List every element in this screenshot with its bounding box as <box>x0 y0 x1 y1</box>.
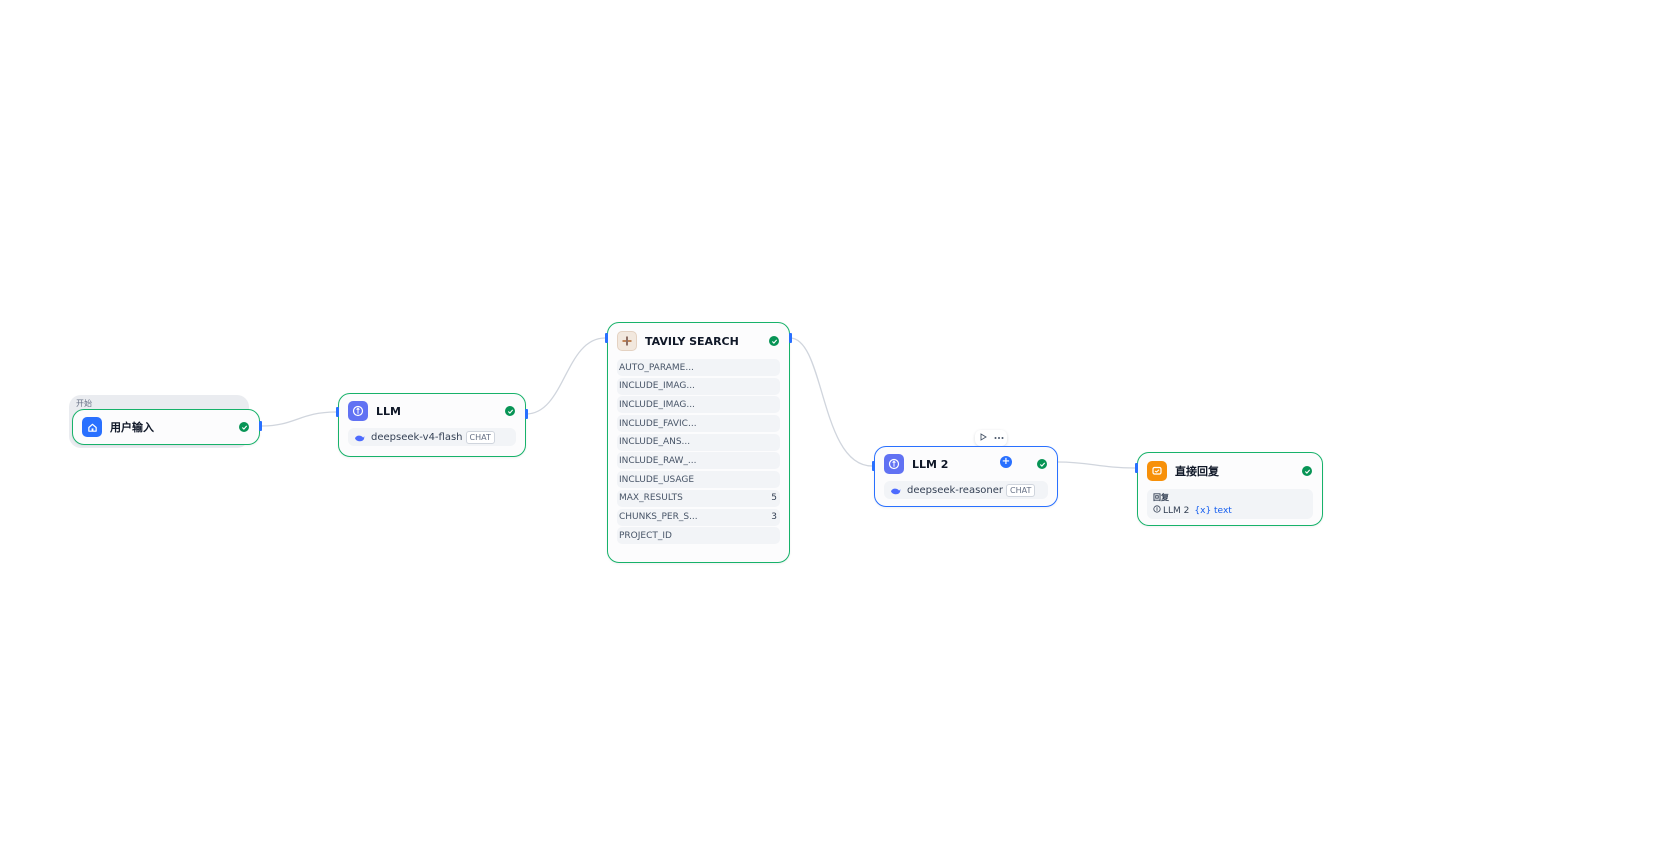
llm-node[interactable]: LLM deepseek-v4-flash CHAT <box>338 393 526 457</box>
answer-icon <box>1147 461 1167 481</box>
llm2-model-selector[interactable]: deepseek-reasoner CHAT <box>884 481 1048 499</box>
answer-node[interactable]: 直接回复 回复 LLM 2 {x} text <box>1137 452 1323 526</box>
success-check-icon <box>1302 466 1312 476</box>
llm2-mode-chip: CHAT <box>1006 483 1036 497</box>
tavily-output-handle[interactable] <box>789 333 792 343</box>
llm-small-icon <box>1153 505 1161 516</box>
start-node[interactable]: 用户输入 <box>72 409 260 445</box>
success-check-icon <box>769 336 779 346</box>
success-check-icon <box>239 422 249 432</box>
param-row: INCLUDE_RAW_... <box>617 452 780 470</box>
edge-llm-tavily <box>525 337 606 415</box>
success-check-icon <box>505 406 515 416</box>
param-row: AUTO_PARAME... <box>617 359 780 376</box>
param-row: INCLUDE_IMAG... <box>617 377 780 395</box>
start-group-label: 开始 <box>76 399 92 408</box>
start-node-title: 用户输入 <box>110 421 154 434</box>
edge-llm2-answer <box>1057 461 1136 469</box>
llm2-node[interactable]: LLM 2 deepseek-reasoner CHAT <box>874 446 1058 507</box>
llm-node-title: LLM <box>376 404 401 418</box>
reply-variable-ref: LLM 2 {x} text <box>1153 505 1307 516</box>
edge-start-llm <box>261 411 337 427</box>
more-icon[interactable] <box>994 433 1004 443</box>
llm-model-name: deepseek-v4-flash <box>371 431 463 443</box>
deepseek-whale-icon <box>354 428 365 447</box>
param-row: CHUNKS_PER_S...3 <box>617 508 780 526</box>
llm-icon <box>348 401 368 421</box>
param-row: INCLUDE_FAVIC... <box>617 415 780 433</box>
llm2-model-name: deepseek-reasoner <box>907 484 1004 496</box>
reply-content[interactable]: 回复 LLM 2 {x} text <box>1147 489 1313 519</box>
answer-input-handle[interactable] <box>1135 463 1138 473</box>
reply-var-name: {x} text <box>1194 505 1232 516</box>
node-toolbar <box>975 430 1007 446</box>
start-output-handle[interactable] <box>259 421 262 431</box>
tavily-logo-icon <box>617 331 637 351</box>
play-icon[interactable] <box>979 432 987 444</box>
reply-var-source: LLM 2 <box>1163 505 1190 516</box>
edge-tavily-llm2 <box>789 337 873 467</box>
tavily-input-handle[interactable] <box>605 333 608 343</box>
param-row: INCLUDE_ANS... <box>617 433 780 451</box>
llm-icon <box>884 454 904 474</box>
tavily-search-node[interactable]: TAVILY SEARCH AUTO_PARAME... INCLUDE_IMA… <box>607 322 790 563</box>
tavily-node-title: TAVILY SEARCH <box>645 334 739 348</box>
add-node-button[interactable]: + <box>1000 456 1012 468</box>
llm-input-handle[interactable] <box>336 407 339 417</box>
reply-label: 回复 <box>1153 493 1169 502</box>
llm-model-selector[interactable]: deepseek-v4-flash CHAT <box>348 428 516 446</box>
success-check-icon <box>1037 459 1047 469</box>
param-row: INCLUDE_USAGE <box>617 471 780 489</box>
deepseek-whale-icon <box>890 481 901 500</box>
llm-mode-chip: CHAT <box>465 430 495 444</box>
answer-node-title: 直接回复 <box>1175 465 1219 478</box>
llm2-input-handle[interactable] <box>872 461 875 471</box>
param-row: INCLUDE_IMAG... <box>617 396 780 414</box>
llm-output-handle[interactable] <box>525 409 528 419</box>
home-icon <box>82 417 102 437</box>
llm2-node-title: LLM 2 <box>912 457 949 471</box>
param-row: PROJECT_ID <box>617 527 780 545</box>
